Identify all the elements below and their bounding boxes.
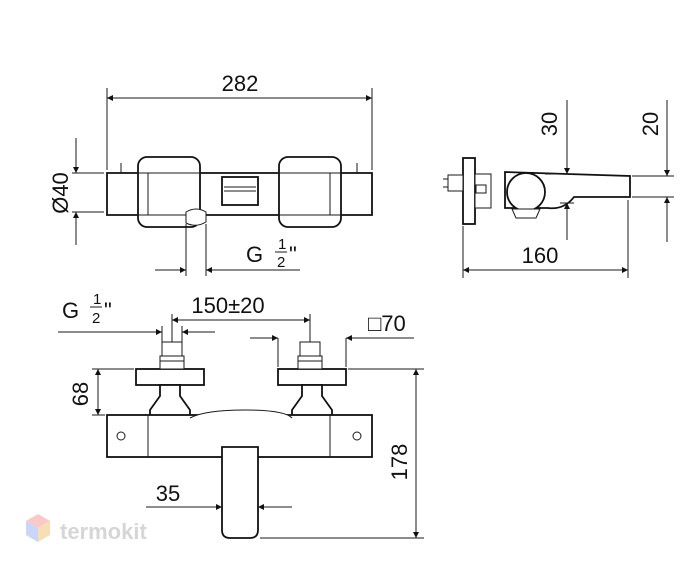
logo-hexagon-right (38, 521, 50, 542)
side-depth-20-label: 20 (638, 112, 663, 136)
dim-160: 160 (462, 200, 629, 278)
thread-top-letter: G (246, 242, 263, 267)
thread-top-num: 1 (278, 236, 286, 253)
front-view (106, 156, 373, 228)
thread-left-den: 2 (92, 310, 100, 327)
dim-thread-top: G 1 2 " (155, 224, 300, 276)
bottom-view (106, 341, 373, 539)
termokit-logo: termokit (26, 514, 147, 544)
logo-hexagon-left (26, 521, 38, 542)
side-projection-label: 160 (522, 243, 559, 268)
side-view (443, 157, 631, 225)
thread-left-letter: G (62, 298, 79, 323)
height-68-label: 68 (68, 382, 93, 406)
thread-top-suffix: " (289, 242, 297, 267)
dim-68: 68 (68, 368, 134, 416)
overall-width-label: 282 (222, 71, 259, 96)
dim-30: 30 (537, 100, 574, 240)
dim-centers: 150±20 (171, 293, 311, 342)
thread-left-suffix: " (104, 298, 112, 323)
dim-diameter: Ø40 (48, 138, 104, 245)
dim-282: 282 (106, 71, 373, 170)
centers-distance-label: 150±20 (191, 293, 264, 318)
dim-20: 20 (632, 100, 674, 242)
total-height-label: 178 (387, 444, 412, 481)
body-diameter-label: Ø40 (48, 172, 73, 214)
dim-35: 35 (146, 481, 292, 510)
dim-flange: □70 (250, 311, 414, 367)
thread-left-num: 1 (93, 291, 101, 308)
spout-offset-label: 35 (156, 481, 180, 506)
flange-size-label: □70 (368, 311, 406, 336)
logo-wordmark: termokit (60, 519, 147, 544)
thread-top-den: 2 (277, 254, 285, 271)
dim-178: 178 (260, 368, 424, 539)
side-depth-30-label: 30 (537, 112, 562, 136)
dim-thread-left: G 1 2 " (58, 291, 215, 342)
